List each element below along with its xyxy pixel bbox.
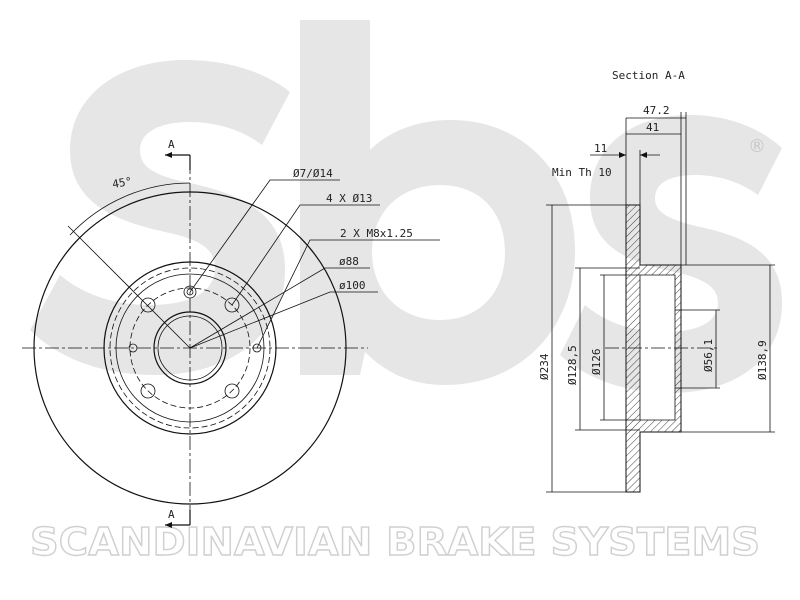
threaded-hole — [128, 343, 138, 353]
outer-diameter-dim: Ø234 — [538, 353, 551, 380]
hub-bore-dim: Ø56,1 — [702, 339, 715, 372]
hat-outer-edge — [103, 261, 277, 435]
section-cut-top: A — [168, 138, 175, 151]
bolt-hole — [140, 297, 156, 313]
bolt-holes-label: 4 X Ø13 — [326, 192, 372, 205]
bolt-hole — [224, 383, 240, 399]
min-thickness-dim: Min Th 10 — [552, 166, 612, 179]
section-title: Section A-A — [612, 69, 685, 82]
disc-outer-edge — [33, 191, 347, 505]
hat-diameter-dim: Ø138,9 — [756, 340, 769, 380]
hat-offset-dim: 11 — [594, 142, 607, 155]
bolt-hole — [140, 383, 156, 399]
pcd-large-label: ø100 — [339, 279, 366, 292]
angle-label: 45° — [111, 175, 133, 191]
threaded-holes-label: 2 X M8x1.25 — [340, 227, 413, 240]
front-view: 45° Ø7/Ø14 4 X Ø13 2 X M8x1.25 ø88 ø100 … — [22, 138, 440, 528]
section-cut-bottom: A — [168, 508, 175, 521]
pin-hole — [183, 285, 197, 299]
threaded-hole — [252, 343, 262, 353]
bore-128-dim: Ø128,5 — [566, 345, 579, 385]
overall-height-dim: 47.2 — [643, 104, 670, 117]
pcd-small-label: ø88 — [339, 255, 359, 268]
hub-bore — [153, 311, 227, 385]
bolt-hole — [224, 297, 240, 313]
pin-hole-label: Ø7/Ø14 — [293, 167, 333, 180]
section-view: Section A-A 47.2 41 11 Min Th 10 — [538, 69, 775, 493]
brand-watermark-text: SCANDINAVIAN BRAKE SYSTEMS — [30, 520, 760, 564]
sbs-logo-watermark — [30, 20, 782, 393]
bore-126-dim: Ø126 — [590, 349, 603, 376]
disc-height-dim: 41 — [646, 121, 659, 134]
registered-mark: ® — [748, 136, 766, 157]
